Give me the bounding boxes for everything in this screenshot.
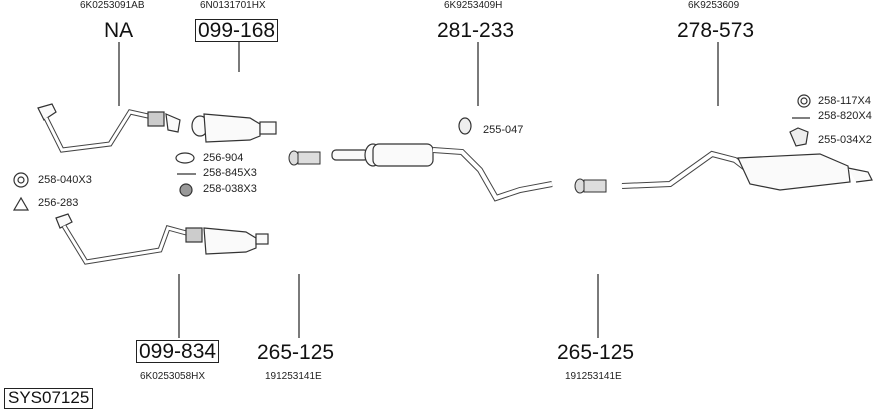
rear-silencer-drawing (621, 150, 873, 191)
oem-number: 6K9253409H (444, 0, 503, 11)
oem-number: 6K9253609 (688, 0, 740, 11)
part-number[interactable]: 099-834 (136, 340, 220, 363)
accessory-label[interactable]: 258-820X4 (818, 110, 872, 122)
part-number[interactable]: 265-125 (257, 341, 335, 364)
accessory-label[interactable]: 256-283 (38, 197, 79, 209)
rubber-mount-icon (789, 127, 809, 147)
oem-number: 191253141E (565, 371, 622, 382)
part-number[interactable]: NA (104, 19, 134, 42)
oem-number: 191253141E (265, 371, 322, 382)
accessory-label[interactable]: 258-038X3 (203, 183, 257, 195)
oem-number: 6K0253058HX (140, 371, 206, 382)
part-number[interactable]: 265-125 (557, 341, 635, 364)
accessory-label[interactable]: 258-845X3 (203, 167, 257, 179)
clamp-left-drawing (288, 150, 321, 166)
accessory-label[interactable]: 258-040X3 (38, 174, 92, 186)
center-silencer-drawing (331, 143, 553, 202)
gasket-ring-icon (175, 152, 195, 164)
accessory-label[interactable]: 256-904 (203, 152, 244, 164)
accessory-label[interactable]: 255-047 (483, 124, 524, 136)
oem-number: 6N0131701HX (200, 0, 266, 11)
accessory-label[interactable]: 255-034X2 (818, 134, 872, 146)
triangle-gasket-icon (12, 196, 30, 211)
flange-nut-icon (179, 183, 193, 197)
oem-number: 6K0253091AB (80, 0, 145, 11)
front-pipe-upper-drawing (37, 103, 277, 153)
front-pipe-lower-drawing (55, 213, 269, 265)
accessory-label[interactable]: 258-117X4 (818, 95, 872, 107)
part-number[interactable]: 281-233 (437, 19, 515, 42)
clamp-right-drawing (574, 178, 607, 194)
rubber-hanger-icon (458, 117, 472, 135)
part-number[interactable]: 099-168 (195, 19, 279, 42)
part-number[interactable]: 278-573 (677, 19, 755, 42)
system-code: SYS07125 (4, 388, 94, 409)
